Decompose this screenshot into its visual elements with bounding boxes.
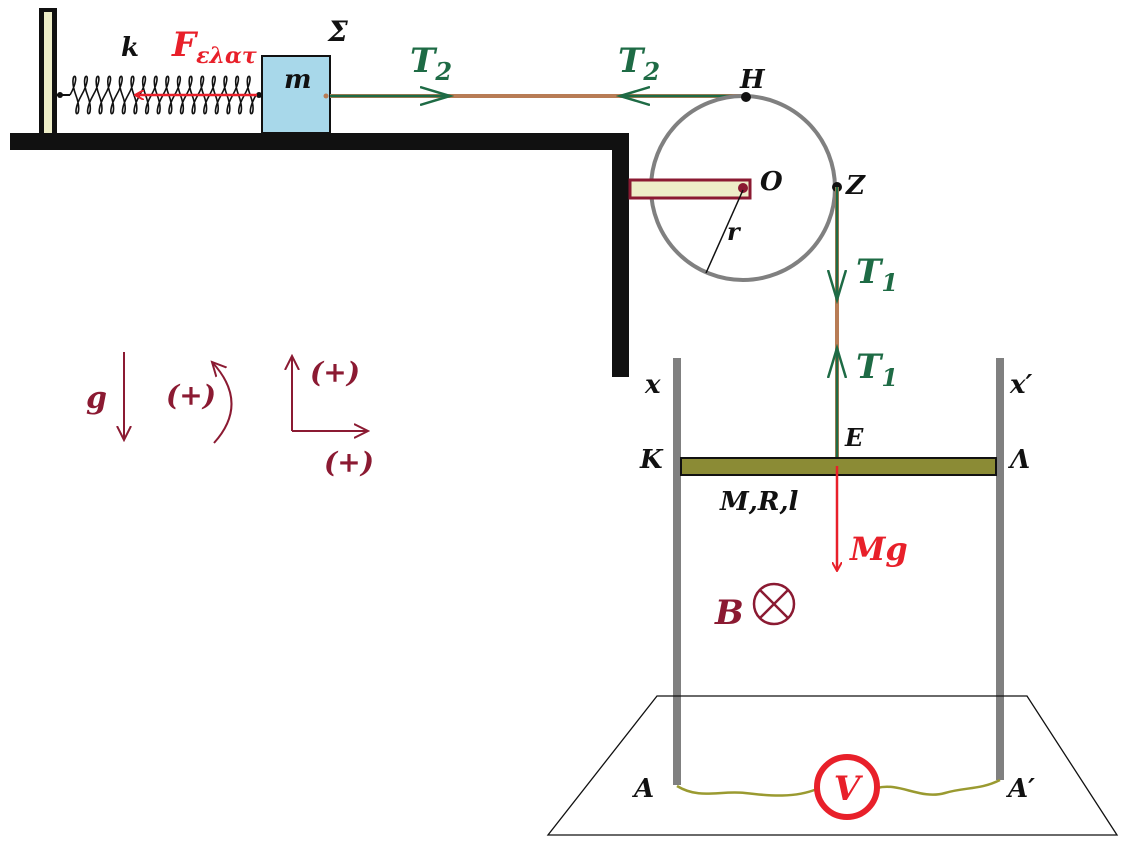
base-plane [546,695,1119,836]
positive-horizontal-label: (+) [324,446,374,479]
rod-params-label: M,R,l [719,487,798,517]
into-page-cross-circle-icon [752,582,796,626]
point-o-label: O [760,167,783,197]
tension-1-label-top: T1 [856,252,898,297]
wire-right [876,778,1001,796]
radius-label: r [727,217,742,246]
wire-left [676,784,818,797]
spring-force-label: Fελατ [171,25,257,69]
point-k-label: K [639,445,664,475]
pulley-radius-line [705,189,744,274]
block-name-label: Σ [327,15,348,48]
rail-right-label: x′ [1009,370,1033,400]
weight-label: Mg [849,530,908,568]
voltmeter-label: V [834,769,864,809]
gravity-label: g [86,381,107,416]
field-label: B [714,593,744,633]
point-a-label: A [631,774,654,804]
point-lambda-label: Λ [1007,445,1030,475]
spring-constant-label: k [121,33,139,63]
block-mass-label: m [284,65,312,95]
point-a-prime-label: A′ [1005,774,1035,804]
tension-1-label-bottom: T1 [856,347,898,392]
voltmeter-circle-icon: V [814,754,880,820]
tension-2-label-right: T2 [618,41,660,86]
pulley-axle [628,178,752,200]
point-e-label: E [844,423,864,452]
point-z-label: Z [845,171,866,201]
point-h-label: H [739,65,766,95]
left-wall [39,8,57,138]
positive-rotation-label: (+) [166,379,216,412]
table-support [10,133,629,377]
rotation-arrow-icon [212,362,233,444]
block-sigma [261,55,331,134]
conducting-rod [680,457,997,476]
rail-left-label: x [644,370,661,400]
positive-vertical-label: (+) [310,356,360,389]
tension-2-label-left: T2 [410,41,452,86]
